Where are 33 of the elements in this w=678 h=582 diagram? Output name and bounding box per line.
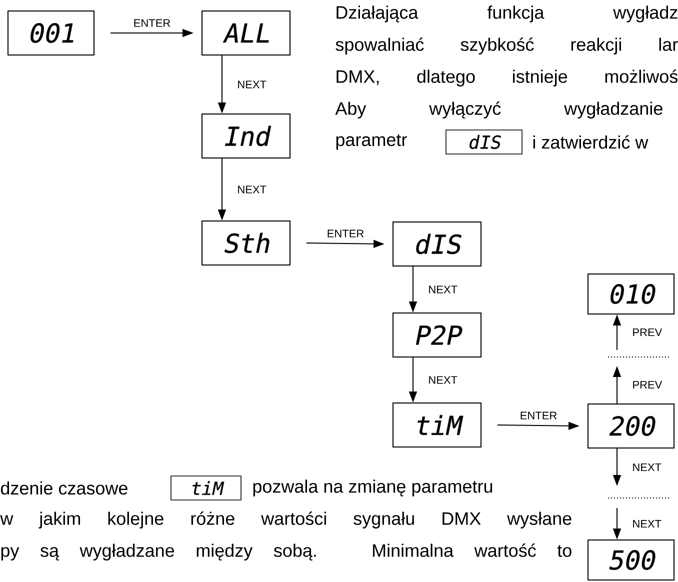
display-box: 200 [588, 404, 674, 448]
inline-display: tiM [170, 476, 242, 500]
display-box: ALL [202, 10, 290, 56]
display-box: 001 [8, 10, 94, 56]
edge-label: ENTER [134, 19, 170, 27]
display-box: 500 [588, 540, 674, 580]
paragraph-line: DMX, dlatego istnieje możliwoś [336, 70, 678, 86]
display-box: dIS [392, 222, 482, 266]
edge-label: NEXT [238, 186, 266, 194]
edge-label: NEXT [633, 520, 662, 528]
edge-label: NEXT [429, 286, 458, 294]
paragraph-line: Działająca funkcja wygładz [336, 6, 678, 22]
display-box: Sth [202, 220, 290, 266]
paragraph-line: py są wygładzane między sobą. Minimalna wartość to [1, 544, 572, 560]
paragraph-line: pozwala na zmianę parametru [253, 480, 492, 496]
paragraph-line: i zatwierdzić w [533, 135, 648, 149]
edge-label: PREV [633, 328, 662, 336]
display-box: 010 [588, 274, 674, 314]
paragraph-line: Aby wyłączyć wygładzanie [335, 102, 662, 118]
paragraph-line: dzenie czasowe [0, 481, 128, 495]
edge-label: NEXT [633, 463, 662, 472]
edge-label: ENTER [520, 412, 557, 420]
display-box: P2P [392, 312, 482, 358]
edge-label: ENTER [328, 230, 364, 238]
inline-display: dIS [446, 130, 522, 154]
edge-label: PREV [633, 380, 662, 389]
paragraph-line: spowalniać szybkość reakcji lar [336, 38, 678, 54]
paragraph-line: parametr [336, 134, 407, 150]
edge-label: NEXT [238, 80, 266, 88]
display-box: tiM [392, 402, 482, 448]
display-box: Ind [202, 114, 290, 158]
paragraph-line: w jakim kolejne różne wartości sygnału DMX wysłane [0, 512, 572, 528]
edge-label: NEXT [429, 376, 458, 384]
